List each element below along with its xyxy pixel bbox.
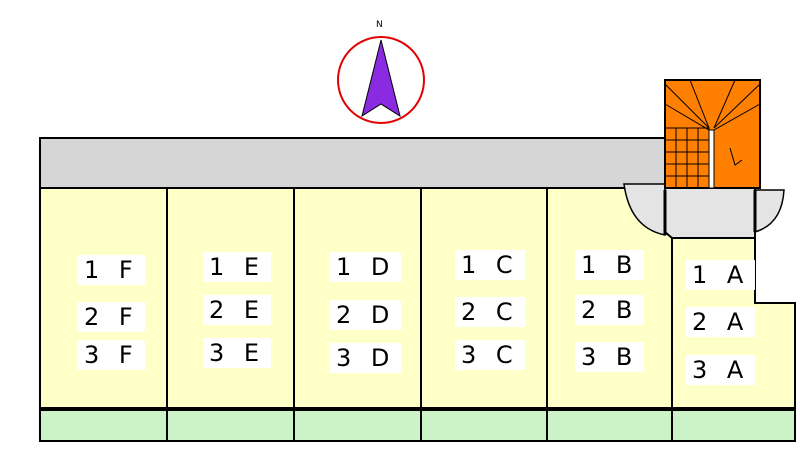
room-1f-unit — [39, 187, 168, 409]
unit-e-floor-1-label: 1 E — [203, 252, 272, 282]
compass-needle-icon — [361, 39, 401, 118]
unit-b-floor-2-label: 2 B — [575, 295, 645, 325]
stair-winder — [713, 83, 761, 129]
unit-c-floor-3-label: 3 C — [455, 340, 525, 370]
balcony-a — [671, 409, 796, 442]
balcony-b — [546, 409, 673, 442]
stair-core — [708, 129, 715, 189]
balcony-e — [166, 409, 295, 442]
unit-a-floor-2-label: 2 A — [686, 307, 756, 337]
stair-winder — [713, 79, 736, 129]
unit-e-floor-2-label: 2 E — [203, 295, 272, 325]
door-right — [754, 189, 785, 234]
unit-b-floor-1-label: 1 B — [575, 250, 645, 280]
stair-winder — [713, 103, 761, 131]
unit-e-floor-3-label: 3 E — [203, 338, 272, 368]
room-1d-unit — [293, 187, 422, 409]
balcony-f — [39, 409, 168, 442]
unit-f-floor-3-label: 3 F — [78, 340, 145, 370]
balcony-c — [420, 409, 548, 442]
compass-north-label: N — [376, 20, 383, 30]
unit-c-floor-2-label: 2 C — [455, 297, 525, 327]
unit-b-floor-3-label: 3 B — [575, 342, 645, 372]
stair-winder — [664, 103, 710, 131]
unit-f-floor-2-label: 2 F — [78, 302, 145, 332]
unit-d-floor-2-label: 2 D — [330, 300, 402, 330]
stair-winder — [689, 79, 710, 129]
entrance-hall — [664, 187, 756, 239]
unit-d-floor-3-label: 3 D — [330, 343, 402, 373]
balcony-d — [293, 409, 422, 442]
unit-a-floor-3-label: 3 A — [686, 355, 756, 385]
stair-direction-arrow — [729, 147, 743, 166]
unit-c-floor-1-label: 1 C — [455, 250, 525, 280]
unit-d-floor-1-label: 1 D — [330, 252, 402, 282]
unit-f-floor-1-label: 1 F — [78, 255, 145, 285]
unit-a-floor-1-label: 1 A — [686, 260, 756, 290]
stair-winder — [664, 83, 710, 129]
stair-treads — [664, 79, 761, 188]
corridor — [39, 137, 666, 189]
